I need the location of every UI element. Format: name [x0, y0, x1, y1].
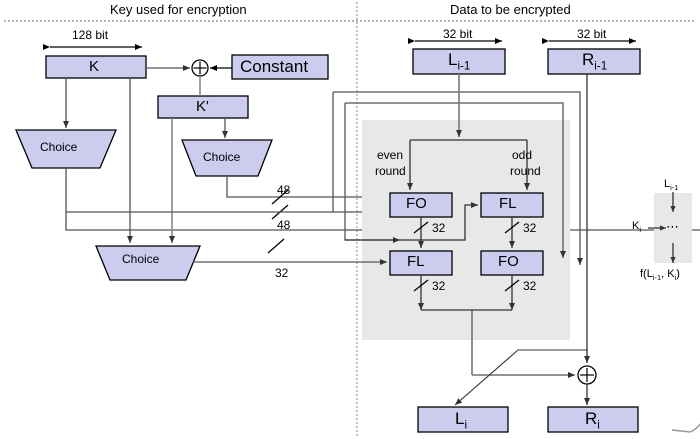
- xor-gate-output: [577, 365, 597, 385]
- bus-32-fo-odd-label: 32: [523, 279, 537, 293]
- constant-box-label: Constant: [240, 57, 309, 76]
- feedback-path-inner: [345, 102, 566, 258]
- kprime-box-label: K': [196, 98, 209, 115]
- bus-32-fl-even-label: 32: [432, 279, 446, 293]
- label-32bit-right: 32 bit: [577, 27, 607, 41]
- even-round-label-line1: even: [377, 148, 404, 162]
- l-input-label: Li-1: [448, 50, 471, 73]
- odd-round-label-line2: round: [510, 164, 541, 178]
- legend-input-label: Li-1: [664, 178, 679, 193]
- kprime-box: [157, 95, 249, 119]
- r-input-box: [547, 48, 641, 75]
- bus-32-fl-odd-label: 32: [523, 221, 537, 235]
- choice-combined-shape: [95, 245, 201, 281]
- r-output-box: [547, 406, 639, 433]
- title-data-section: Data to be encrypted: [450, 2, 571, 17]
- label-32bit-left: 32 bit: [443, 27, 473, 41]
- l-output-label: Li: [455, 409, 468, 432]
- choice-kprime-shape: [181, 139, 273, 177]
- legend-ellipsis: ⋯: [666, 219, 679, 234]
- bus-48-upper-label: 48: [277, 183, 291, 197]
- k-box: [45, 55, 147, 79]
- xor-gate-key: [191, 59, 209, 77]
- l-input-box: [412, 48, 506, 75]
- wire-choice2-to-bus48: [226, 176, 400, 200]
- fl-even-bottom-label: FL: [407, 253, 425, 270]
- label-128bit: 128 bit: [72, 28, 109, 42]
- bus-32-left-label: 32: [275, 266, 289, 280]
- fo-even-top-box: [389, 192, 453, 218]
- choice-k-label: Choice: [40, 140, 78, 154]
- l-output-box: [417, 406, 509, 433]
- bus-32-fo-even-label: 32: [432, 221, 446, 235]
- choice-kprime-label: Choice: [203, 150, 241, 164]
- wire-crossover-to-l-output: [454, 349, 587, 406]
- decorative-arc: [671, 423, 700, 433]
- even-round-label-line2: round: [375, 164, 406, 178]
- r-input-label: Ri-1: [582, 50, 608, 73]
- choice-k-shape: [15, 129, 117, 169]
- panel-bus-slash-marks: [413, 221, 520, 292]
- legend-key-label: Ki: [632, 220, 642, 235]
- r-output-label: Ri: [585, 409, 600, 432]
- fl-odd-top-label: FL: [499, 195, 517, 212]
- constant-box: [231, 54, 329, 80]
- fo-odd-bottom-label: FO: [498, 253, 519, 270]
- fo-even-top-label: FO: [406, 195, 427, 212]
- round-function-panel: [362, 120, 570, 340]
- legend-output-label: f(Li-1, Ki): [640, 268, 680, 283]
- title-key-section: Key used for encryption: [110, 2, 247, 17]
- k-box-label: K: [89, 58, 100, 75]
- fo-odd-bottom-box: [480, 250, 544, 276]
- bus-48-lower-label: 48: [277, 218, 291, 232]
- wire-cross-fo-even-to-fl-odd: [345, 202, 478, 241]
- choice-combined-label: Choice: [122, 252, 160, 266]
- feedback-path-outer: [333, 91, 583, 265]
- odd-round-label-line1: odd: [512, 148, 533, 162]
